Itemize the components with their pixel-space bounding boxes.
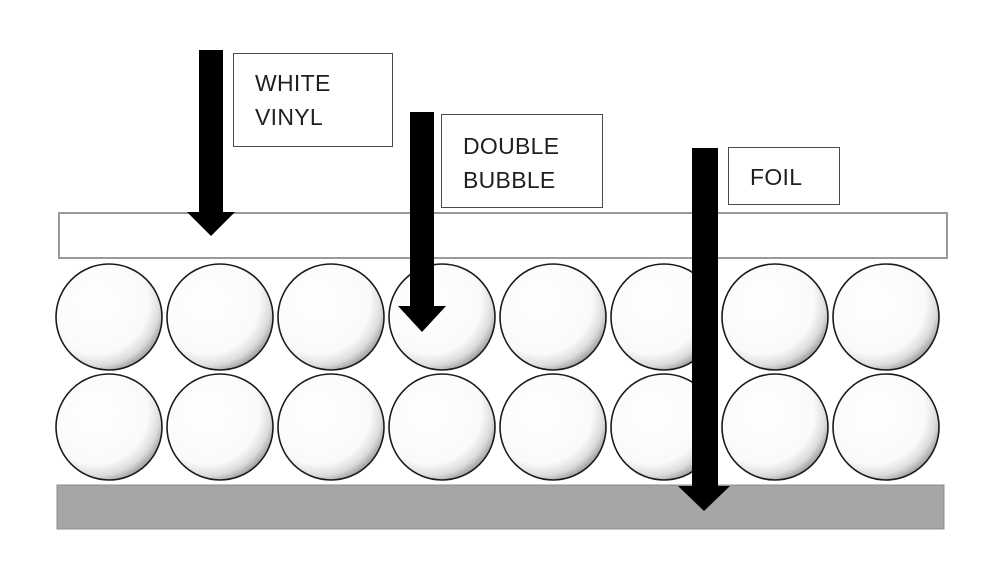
bubble bbox=[55, 373, 163, 481]
double-bubble-label-line-1: DOUBLE bbox=[463, 133, 560, 159]
bubble bbox=[388, 263, 496, 371]
double-bubble-label-line-2: BUBBLE bbox=[463, 167, 556, 193]
bubble bbox=[277, 373, 385, 481]
bubble bbox=[832, 263, 940, 371]
bubble bbox=[832, 373, 940, 481]
bubble bbox=[721, 263, 829, 371]
bubble bbox=[499, 373, 607, 481]
bubble bbox=[166, 373, 274, 481]
white-vinyl-label-line-2: VINYL bbox=[255, 104, 323, 130]
double-bubble-label-box: DOUBLE BUBBLE bbox=[441, 114, 603, 208]
bubble bbox=[277, 263, 385, 371]
bubble bbox=[499, 263, 607, 371]
foil-label-line-1: FOIL bbox=[750, 164, 803, 190]
white-vinyl-label-line-1: WHITE bbox=[255, 70, 331, 96]
white-vinyl-layer bbox=[58, 212, 948, 259]
arrow-double-bubble bbox=[398, 112, 446, 332]
bubble bbox=[55, 263, 163, 371]
arrow-foil bbox=[678, 148, 730, 511]
foil-layer bbox=[56, 484, 945, 530]
bubble bbox=[388, 373, 496, 481]
bubble bbox=[721, 373, 829, 481]
double-bubble-layer bbox=[55, 263, 940, 481]
white-vinyl-label-box: WHITE VINYL bbox=[233, 53, 393, 147]
arrow-white-vinyl bbox=[187, 50, 235, 236]
bubble bbox=[166, 263, 274, 371]
foil-label-box: FOIL bbox=[728, 147, 840, 205]
